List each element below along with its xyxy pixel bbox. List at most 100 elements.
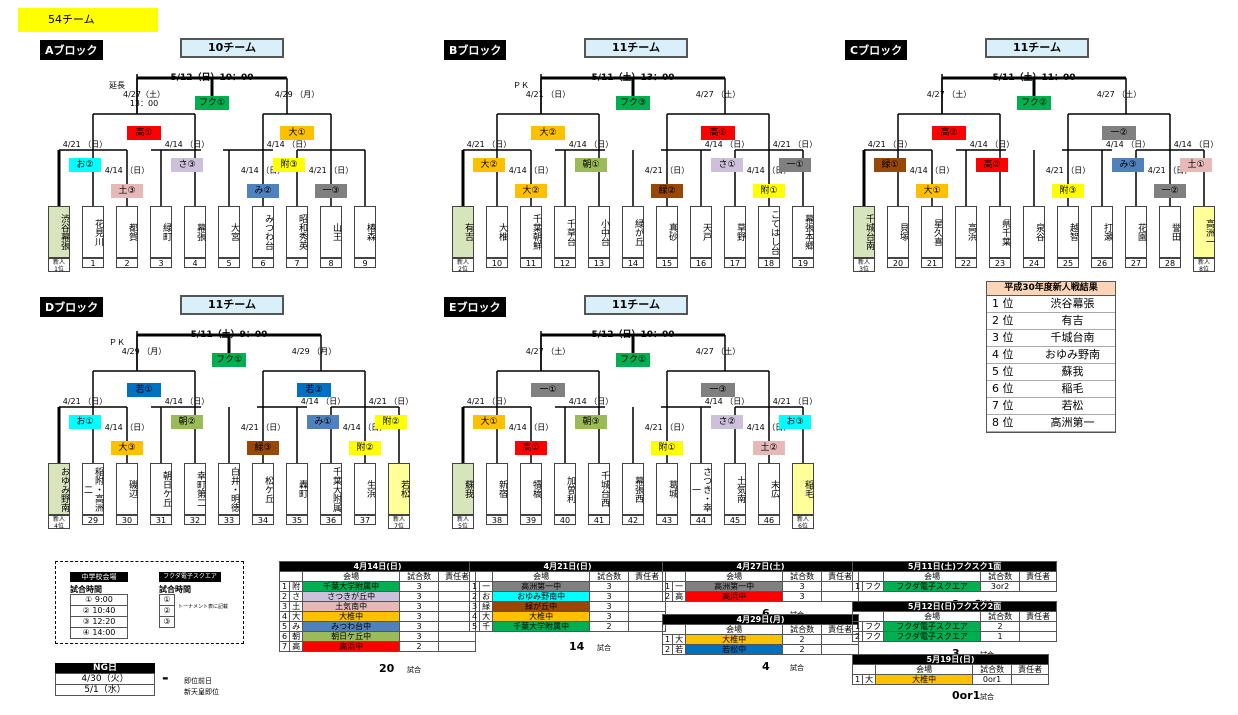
slot-number: 40 xyxy=(554,515,576,525)
schedule-row-no: 2 xyxy=(851,631,864,642)
team-slot: 犢橋 xyxy=(520,463,542,515)
schedule-count-header: 試合数 xyxy=(980,571,1021,582)
semi-date: 4/27 （土） xyxy=(1096,90,1142,99)
slot-number: 18 xyxy=(758,258,780,268)
slot-number: 新人 6位 xyxy=(792,515,814,530)
schedule-total: 0or1 xyxy=(952,689,981,702)
schedule-row-venue: おゆみ野南中 xyxy=(492,591,591,602)
schedule-row-venue: 若松中 xyxy=(685,644,784,655)
slot-number: 新人 2位 xyxy=(452,258,474,273)
slot-number: 15 xyxy=(656,258,678,268)
team-slot: 有吉 xyxy=(452,206,474,258)
schedule-row-abbr: 千 xyxy=(479,621,494,632)
semi-date: 4/29 （月） xyxy=(121,347,167,356)
round-seed-tag: 緑③ xyxy=(247,441,279,455)
round-date: 4/14 （日） xyxy=(342,423,388,432)
team-slot: 稲毛 xyxy=(792,463,814,515)
schedule-row-no: 3 xyxy=(278,601,291,612)
final-seed-tag: フク① xyxy=(616,353,650,367)
round-date: 4/14 （日） xyxy=(240,166,286,175)
final-date: 5/11（土）9：00 xyxy=(190,330,268,340)
final-extra: ＰＫ xyxy=(109,338,125,347)
semi-seed-tag: 一② xyxy=(1102,126,1136,140)
slot-number: 44 xyxy=(690,515,712,525)
schedule-row-abbr: 朝 xyxy=(289,631,304,642)
slot-number: 5 xyxy=(218,258,240,268)
result-row: 3 位千城台南 xyxy=(987,330,1115,347)
schedule-row-owner xyxy=(628,601,667,612)
block-label: Dブロック xyxy=(40,297,104,317)
slot-number: 37 xyxy=(354,515,376,525)
slot-number: 9 xyxy=(354,258,376,268)
team-slot: 緑が丘 xyxy=(622,206,644,258)
schedule-row-abbr: 大 xyxy=(862,674,877,685)
team-slot: 星久喜 xyxy=(921,206,943,258)
team-slot: 花園 xyxy=(1125,206,1147,258)
final-date: 5/12（日）10：00 xyxy=(170,73,254,83)
schedule-row-owner xyxy=(628,591,667,602)
schedule-row-venue: 大椎中 xyxy=(685,634,784,645)
semi-date: 4/27 （土） xyxy=(695,347,741,356)
round-date: 4/14 （日） xyxy=(104,166,150,175)
schedule-total: 14 xyxy=(569,640,585,653)
schedule-row-venue: 高浜中 xyxy=(685,591,784,602)
slot-number: 24 xyxy=(1023,258,1045,268)
round-date: 4/14 （日） xyxy=(1105,140,1151,149)
schedule-row-venue: 千葉大学附属中 xyxy=(492,621,591,632)
result-rank: 6 位 xyxy=(992,382,1014,395)
final-seed-tag: フク① xyxy=(195,96,229,110)
team-slot: 幸町第二 xyxy=(184,463,206,515)
schedule-owner-header: 責任者 xyxy=(628,571,667,582)
time-slot: ② 10:40 xyxy=(70,606,128,617)
semi-seed-tag: 若① xyxy=(127,383,161,397)
schedule-title: 4月29日(月) xyxy=(661,614,860,625)
round-date: 4/21 （日） xyxy=(772,140,818,149)
schedule-unit: 試合 xyxy=(407,666,421,674)
slot-number: 22 xyxy=(955,258,977,268)
team-slot: 都賀 xyxy=(116,206,138,258)
schedule-row-no: 4 xyxy=(278,611,291,622)
final-date: 5/12（日）10：00 xyxy=(591,330,675,340)
result-row: 5 位蘇我 xyxy=(987,364,1115,381)
result-team: 有吉 xyxy=(1061,314,1084,327)
schedule-row-no: 2 xyxy=(278,591,291,602)
team-slot: 稲附・高洲二 xyxy=(82,463,104,515)
schedule-row-owner xyxy=(1011,674,1050,685)
team-slot: 幕張西 xyxy=(622,463,644,515)
slot-number: 42 xyxy=(622,515,644,525)
schedule-row-count: 3 xyxy=(782,581,823,592)
team-slot: 千城台南 xyxy=(853,206,875,258)
team-slot: 大宮 xyxy=(218,206,240,258)
team-slot: 生浜 xyxy=(354,463,376,515)
slot-number: 43 xyxy=(656,515,678,525)
result-team: 渋谷幕張 xyxy=(1050,297,1095,310)
schedule-row-count: 0or1 xyxy=(972,674,1013,685)
team-slot: 山王 xyxy=(320,206,342,258)
final-extra: 延長 xyxy=(109,81,125,90)
result-row: 2 位有吉 xyxy=(987,313,1115,330)
schedule-unit: 試合 xyxy=(597,644,611,652)
schedule-row-venue: 高洲第一中 xyxy=(685,581,784,592)
ng-dash: - xyxy=(162,668,169,687)
schedule-row-venue: さつきが丘中 xyxy=(302,591,401,602)
round-date: 4/21 （日） xyxy=(1045,166,1091,175)
block-team-count: 11チーム xyxy=(180,295,284,315)
round-date: 4/21 （日） xyxy=(867,140,913,149)
schedule-row-owner xyxy=(821,591,860,602)
round-date: 4/14 （日） xyxy=(300,397,346,406)
schedule-row-abbr: 高 xyxy=(672,591,687,602)
schedule-row-no: 1 xyxy=(468,581,481,592)
schedule-row-abbr: 大 xyxy=(289,611,304,622)
slot-number: 新人 1位 xyxy=(48,258,70,273)
team-slot: 若松 xyxy=(388,463,410,515)
team-slot: 渋谷幕張 xyxy=(48,206,70,258)
team-slot: 高浜 xyxy=(955,206,977,258)
slot-number: 11 xyxy=(520,258,542,268)
round-date: 4/14 （日） xyxy=(568,397,614,406)
team-slot: 貝塚 xyxy=(887,206,909,258)
team-slot: みつわ台 xyxy=(252,206,274,258)
schedule-venue-header: 会場 xyxy=(685,571,784,582)
round-seed-tag: み② xyxy=(247,184,279,198)
